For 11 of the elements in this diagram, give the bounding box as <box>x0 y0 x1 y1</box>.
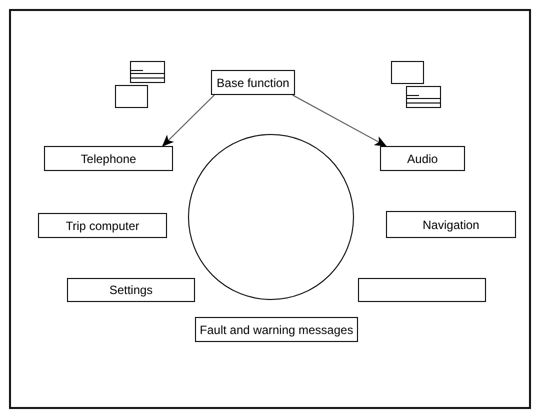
menu-box: Fault and warning messages <box>195 317 358 342</box>
empty-box <box>358 278 486 302</box>
menu-box: Telephone <box>44 146 173 171</box>
arrow <box>292 94 387 146</box>
arrow <box>162 94 215 147</box>
menu-box: Navigation <box>386 211 516 238</box>
menu-box: Base function <box>211 70 295 95</box>
menu-box: Settings <box>67 278 195 302</box>
empty-circle <box>188 134 354 300</box>
menu-box: Trip computer <box>38 213 167 238</box>
menu-box: Audio <box>380 146 465 171</box>
